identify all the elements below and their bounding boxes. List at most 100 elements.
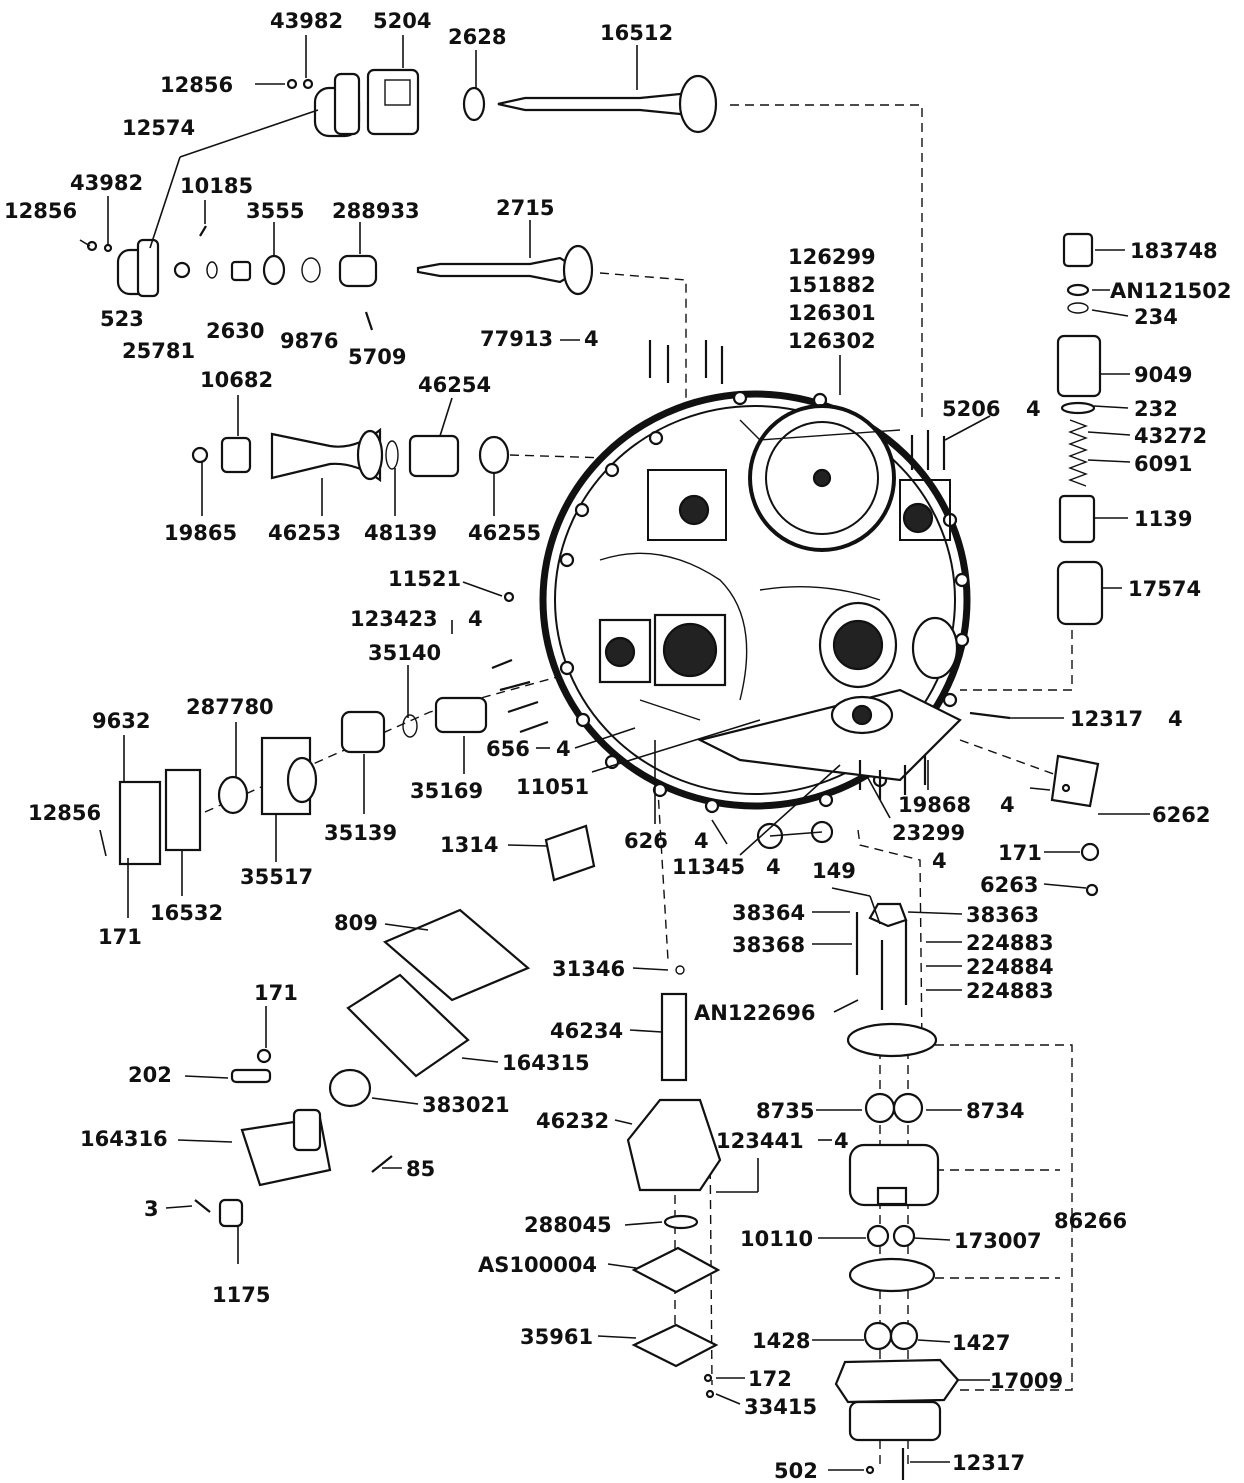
label-502: 502 <box>774 1459 818 1483</box>
label-172: 172 <box>748 1367 792 1391</box>
label-12856-b: 12856 <box>4 199 77 223</box>
label-9876: 9876 <box>280 329 338 353</box>
label-19868: 19868 <box>898 793 971 817</box>
label-an121502: AN121502 <box>1110 279 1232 303</box>
label-149: 149 <box>812 859 856 883</box>
label-35140: 35140 <box>368 641 441 665</box>
leader-lines <box>79 35 1150 1471</box>
label-46232: 46232 <box>536 1109 609 1133</box>
label-12856-c: 12856 <box>28 801 101 825</box>
parts-artwork <box>86 68 1104 1480</box>
label-171-b: 171 <box>998 841 1042 865</box>
label-183748: 183748 <box>1130 239 1218 263</box>
label-11345: 11345 <box>672 855 745 879</box>
label-123423: 123423 <box>350 607 438 631</box>
qty-626: 4 <box>694 829 709 853</box>
label-35169: 35169 <box>410 779 483 803</box>
label-3: 3 <box>144 1197 159 1221</box>
label-43982: 43982 <box>270 9 343 33</box>
label-86266: 86266 <box>1054 1209 1127 1233</box>
label-287780: 287780 <box>186 695 274 719</box>
label-17574: 17574 <box>1128 577 1201 601</box>
label-6091: 6091 <box>1134 452 1192 476</box>
label-12574: 12574 <box>122 116 195 140</box>
label-46255: 46255 <box>468 521 541 545</box>
label-46254: 46254 <box>418 373 491 397</box>
qty-656: 4 <box>556 737 571 761</box>
label-46253: 46253 <box>268 521 341 545</box>
label-16512: 16512 <box>600 21 673 45</box>
label-19865: 19865 <box>164 521 237 545</box>
assembly-dashed-lines <box>204 104 1073 1470</box>
label-151882: 151882 <box>788 273 876 297</box>
qty-123441: 4 <box>834 1129 849 1153</box>
label-1139: 1139 <box>1134 507 1192 531</box>
label-43272: 43272 <box>1134 424 1207 448</box>
qty-11345: 4 <box>766 855 781 879</box>
label-23299: 23299 <box>892 821 965 845</box>
label-38364: 38364 <box>732 901 805 925</box>
label-288933: 288933 <box>332 199 420 223</box>
label-31346: 31346 <box>552 957 625 981</box>
label-11051: 11051 <box>516 775 589 799</box>
label-8734: 8734 <box>966 1099 1024 1123</box>
label-164316: 164316 <box>80 1127 168 1151</box>
label-2715: 2715 <box>496 196 554 220</box>
label-626: 626 <box>624 829 668 853</box>
label-17009: 17009 <box>990 1369 1063 1393</box>
label-2630: 2630 <box>206 319 264 343</box>
label-6263: 6263 <box>980 873 1038 897</box>
label-171-c: 171 <box>254 981 298 1005</box>
label-126301: 126301 <box>788 301 876 325</box>
label-25781: 25781 <box>122 339 195 363</box>
label-2628: 2628 <box>448 25 506 49</box>
label-10110: 10110 <box>740 1227 813 1251</box>
label-288045: 288045 <box>524 1213 612 1237</box>
qty-77913: 4 <box>584 327 599 351</box>
label-202: 202 <box>128 1063 172 1087</box>
label-1427: 1427 <box>952 1331 1010 1355</box>
qty-12317: 4 <box>1168 707 1183 731</box>
label-232: 232 <box>1134 397 1178 421</box>
label-48139: 48139 <box>364 521 437 545</box>
label-1428: 1428 <box>752 1329 810 1353</box>
label-234: 234 <box>1134 305 1178 329</box>
label-1314: 1314 <box>440 833 498 857</box>
label-35517: 35517 <box>240 865 313 889</box>
label-171: 171 <box>98 925 142 949</box>
qty-19868: 4 <box>1000 793 1015 817</box>
accessory-housing <box>539 390 971 850</box>
label-38368: 38368 <box>732 933 805 957</box>
label-5709: 5709 <box>348 345 406 369</box>
label-9632: 9632 <box>92 709 150 733</box>
label-12856: 12856 <box>160 73 233 97</box>
label-10185: 10185 <box>180 174 253 198</box>
part-number-labels: 43982 5204 2628 16512 12856 12574 43982 … <box>4 9 1232 1483</box>
label-35961: 35961 <box>520 1325 593 1349</box>
label-8735: 8735 <box>756 1099 814 1123</box>
label-85: 85 <box>406 1157 435 1181</box>
label-164315: 164315 <box>502 1051 590 1075</box>
label-5206: 5206 <box>942 397 1000 421</box>
label-224884: 224884 <box>966 955 1054 979</box>
label-809: 809 <box>334 911 378 935</box>
label-383021: 383021 <box>422 1093 510 1117</box>
label-6262: 6262 <box>1152 803 1210 827</box>
label-12317-b: 12317 <box>952 1451 1025 1475</box>
label-11521: 11521 <box>388 567 461 591</box>
label-224883: 224883 <box>966 931 1054 955</box>
qty-5206: 4 <box>1026 397 1041 421</box>
label-77913: 77913 <box>480 327 553 351</box>
label-10682: 10682 <box>200 368 273 392</box>
label-an122696: AN122696 <box>694 1001 816 1025</box>
label-33415: 33415 <box>744 1395 817 1419</box>
label-224883-b: 224883 <box>966 979 1054 1003</box>
qty-123423: 4 <box>468 607 483 631</box>
label-123441: 123441 <box>716 1129 804 1153</box>
label-5204: 5204 <box>373 9 431 33</box>
label-35139: 35139 <box>324 821 397 845</box>
label-46234: 46234 <box>550 1019 623 1043</box>
label-12317: 12317 <box>1070 707 1143 731</box>
label-9049: 9049 <box>1134 363 1192 387</box>
